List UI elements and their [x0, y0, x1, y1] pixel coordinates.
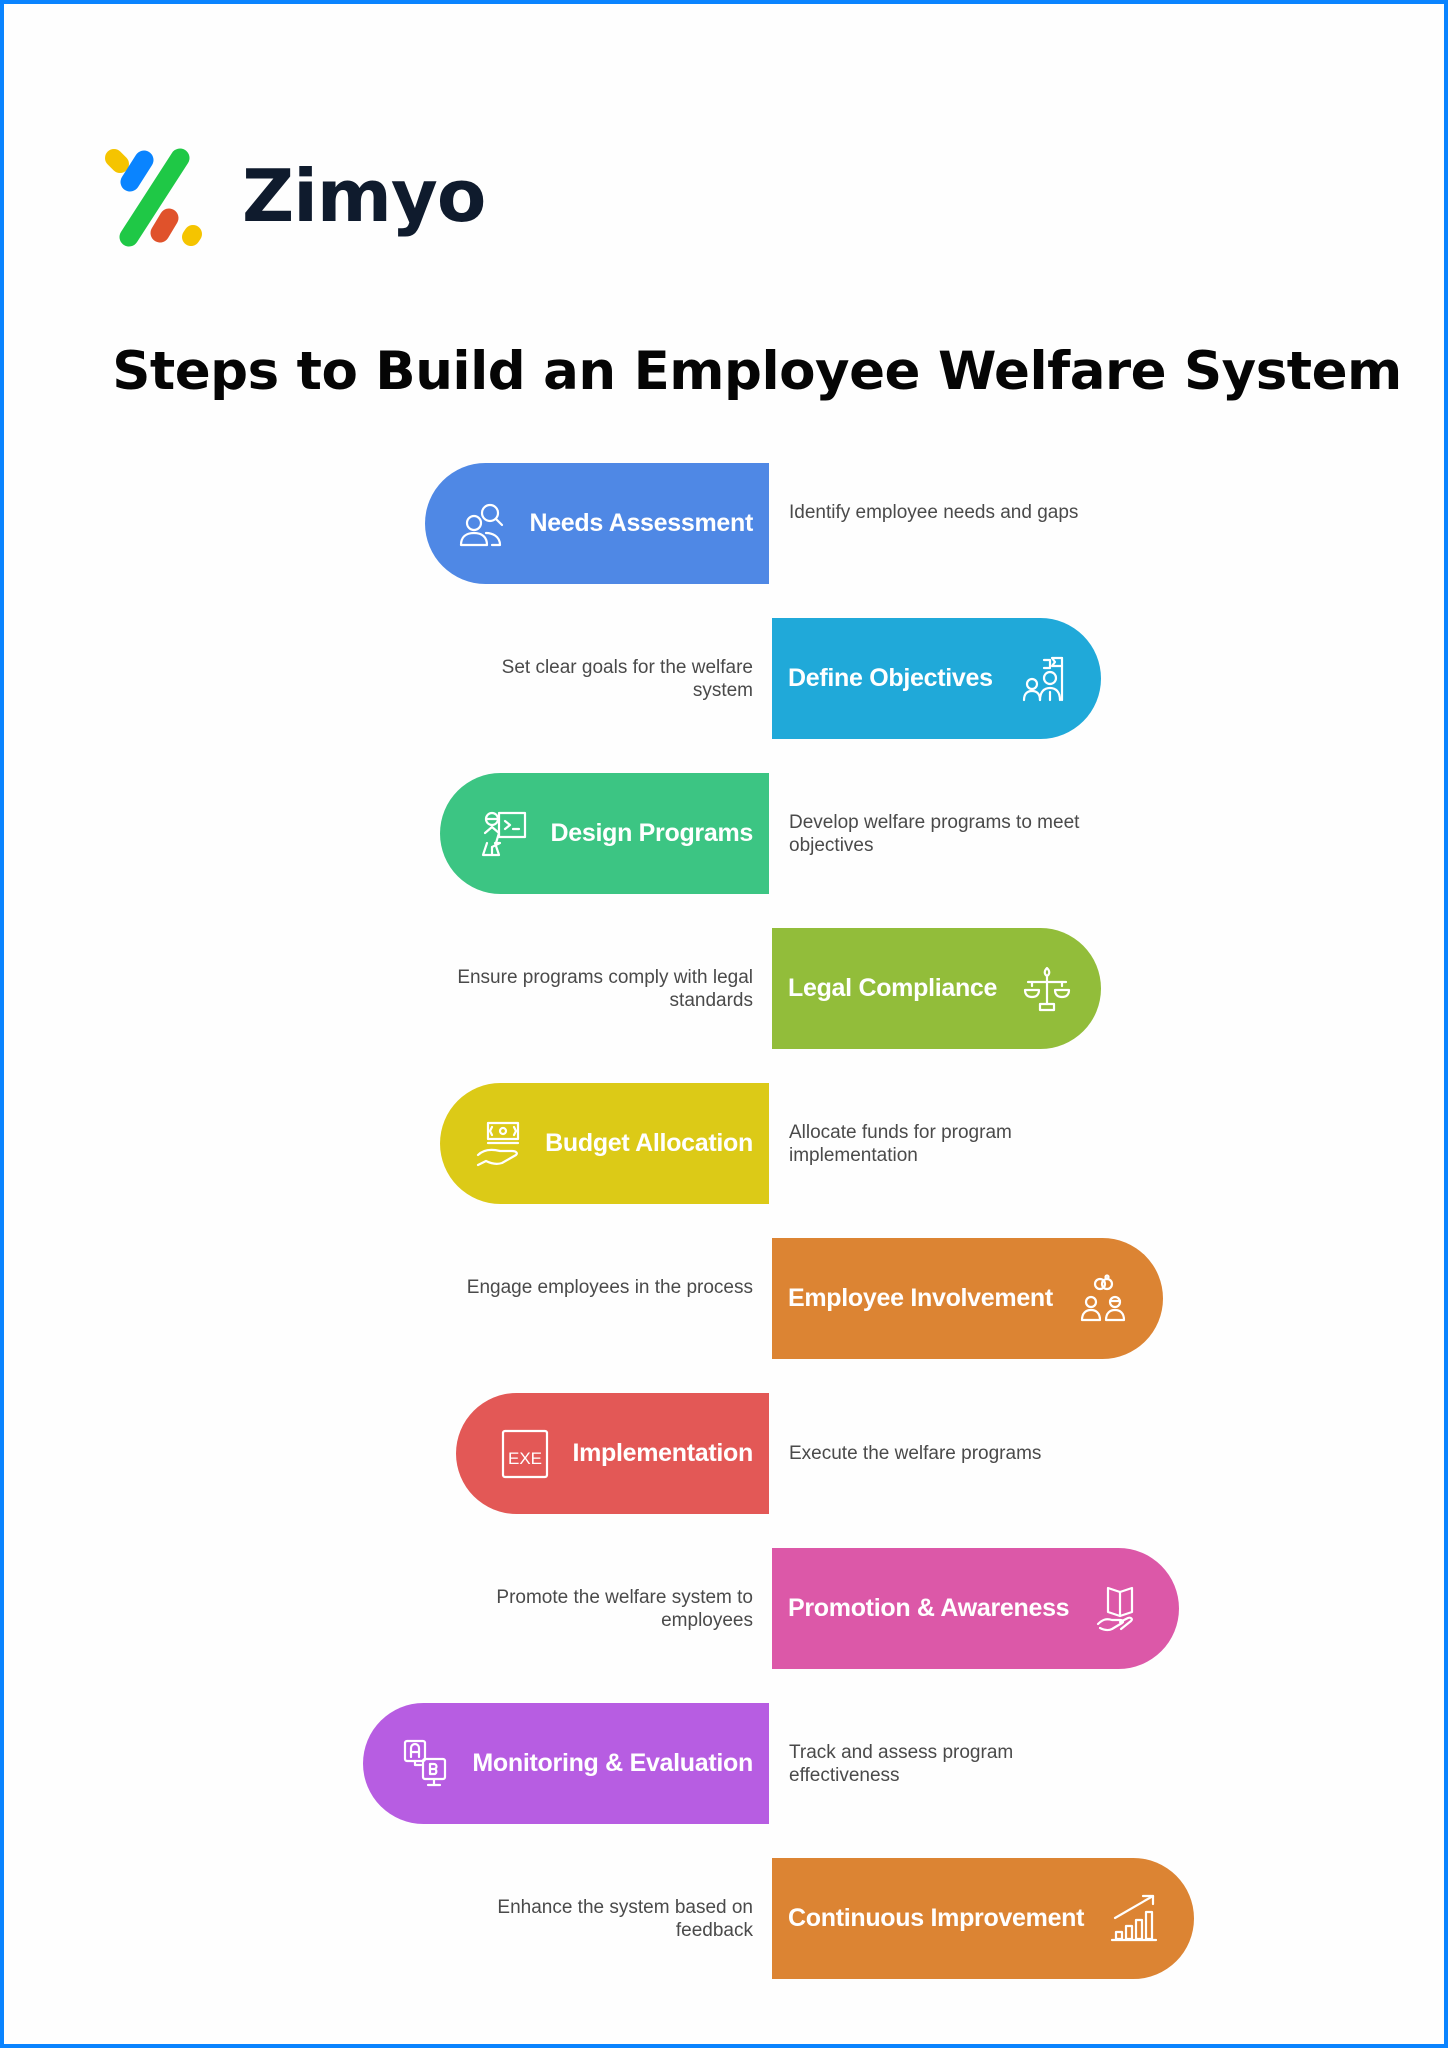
step-description: Enhance the system based on feedback [497, 1897, 753, 1941]
step-description: Promote the welfare system to employees [496, 1587, 753, 1631]
step-label: Define Objectives [788, 664, 993, 692]
brand-name: Zimyo [242, 154, 486, 238]
svg-text:EXE: EXE [508, 1449, 542, 1468]
step-label: Design Programs [550, 819, 753, 847]
step-label: Continuous Improvement [788, 1904, 1085, 1932]
step-legal-compliance: Legal Compliance [772, 928, 1101, 1049]
brand-logo: Zimyo [100, 142, 486, 252]
exe-file-icon: EXE [500, 1428, 552, 1480]
step-label: Implementation [572, 1439, 753, 1467]
people-search-icon [457, 498, 509, 550]
step-define-objectives: Define Objectives [772, 618, 1101, 739]
step-description: Allocate funds for program implementatio… [789, 1122, 1012, 1166]
step-description: Execute the welfare programs [789, 1443, 1042, 1464]
step-implementation: EXE Implementation [456, 1393, 769, 1514]
step-monitoring-evaluation: Monitoring & Evaluation [363, 1703, 769, 1824]
step-description: Engage employees in the process [466, 1277, 753, 1298]
step-label: Employee Involvement [788, 1284, 1053, 1312]
step-needs-assessment: Needs Assessment [425, 463, 769, 584]
growth-chart-icon [1108, 1893, 1160, 1945]
step-continuous-improvement: Continuous Improvement [772, 1858, 1194, 1979]
zimyo-logo-icon [105, 148, 202, 247]
presenter-code-icon [478, 808, 530, 860]
step-label: Monitoring & Evaluation [472, 1749, 753, 1777]
money-hand-icon [473, 1118, 525, 1170]
step-budget-allocation: Budget Allocation [440, 1083, 769, 1204]
step-promotion-awareness: Promotion & Awareness [772, 1548, 1179, 1669]
linked-people-icon [1077, 1273, 1129, 1325]
step-description: Ensure programs comply with legal standa… [457, 967, 753, 1011]
step-employee-involvement: Employee Involvement [772, 1238, 1163, 1359]
step-design-programs: Design Programs [440, 773, 769, 894]
scales-icon [1021, 963, 1073, 1015]
step-description: Set clear goals for the welfare system [501, 657, 753, 701]
step-label: Needs Assessment [529, 509, 753, 537]
team-flag-icon [1017, 653, 1069, 705]
step-description: Track and assess program effectiveness [789, 1742, 1014, 1786]
page-title: Steps to Build an Employee Welfare Syste… [112, 341, 1402, 402]
step-label: Promotion & Awareness [788, 1594, 1070, 1622]
ab-test-icon [400, 1738, 452, 1790]
step-description: Identify employee needs and gaps [789, 502, 1079, 523]
step-label: Legal Compliance [788, 974, 998, 1002]
book-hand-icon [1093, 1583, 1145, 1635]
step-description: Develop welfare programs to meet objecti… [789, 812, 1080, 856]
step-label: Budget Allocation [545, 1129, 753, 1157]
